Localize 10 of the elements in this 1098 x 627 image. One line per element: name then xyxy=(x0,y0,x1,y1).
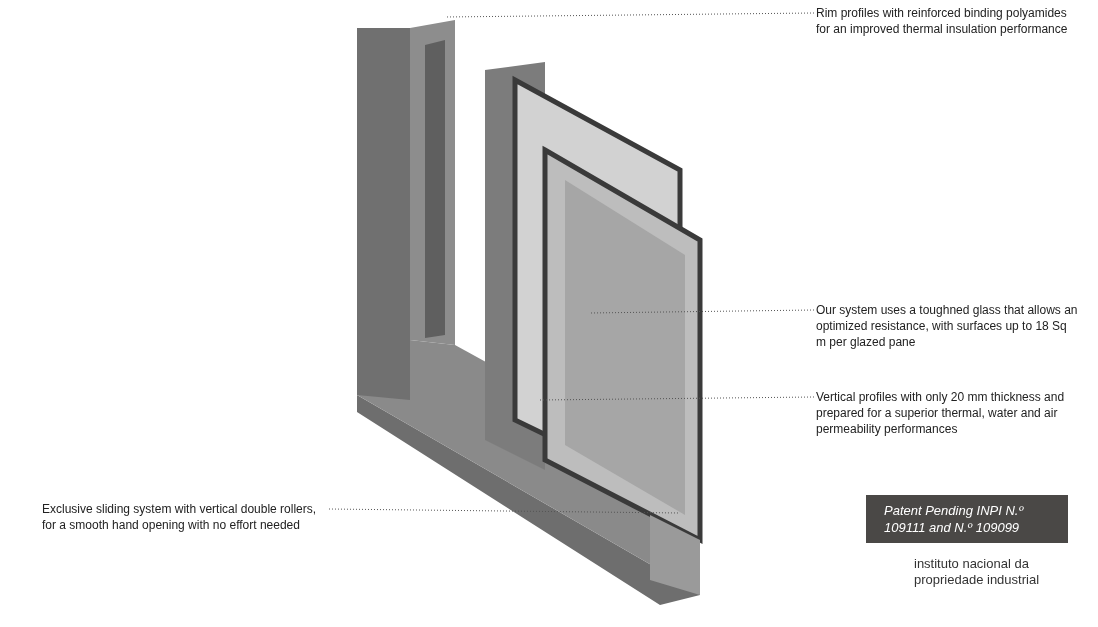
leader-line xyxy=(444,12,815,18)
institute-name: instituto nacional da propriedade industrial xyxy=(914,556,1041,588)
leader-line xyxy=(589,309,815,314)
leader-line xyxy=(539,396,815,401)
callout-text: Vertical profiles with only 20 mm thickness and prepared for a superior thermal, water and air permeability performances xyxy=(816,389,1084,437)
patent-notice-panel: Patent Pending INPI N.º 109111 and N.º 109099 xyxy=(866,495,1068,543)
callout-text: Exclusive sliding system with vertical double rollers, for a smooth hand opening with no effort needed xyxy=(42,501,327,533)
callout-text: Rim profiles with reinforced binding polyamides for an improved thermal insulation performance xyxy=(816,5,1081,37)
callout-text: Our system uses a toughned glass that allows an optimized resistance, with surfaces up to 18 Sq m per glazed pane xyxy=(816,302,1078,350)
leader-line xyxy=(328,508,681,514)
